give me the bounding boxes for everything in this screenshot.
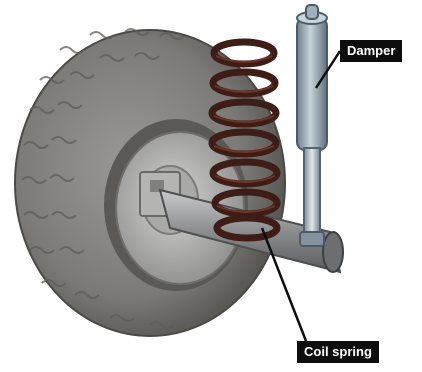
damper-label: Damper	[340, 40, 402, 62]
damper	[297, 5, 327, 246]
coil-spring-label: Coil spring	[297, 341, 379, 363]
